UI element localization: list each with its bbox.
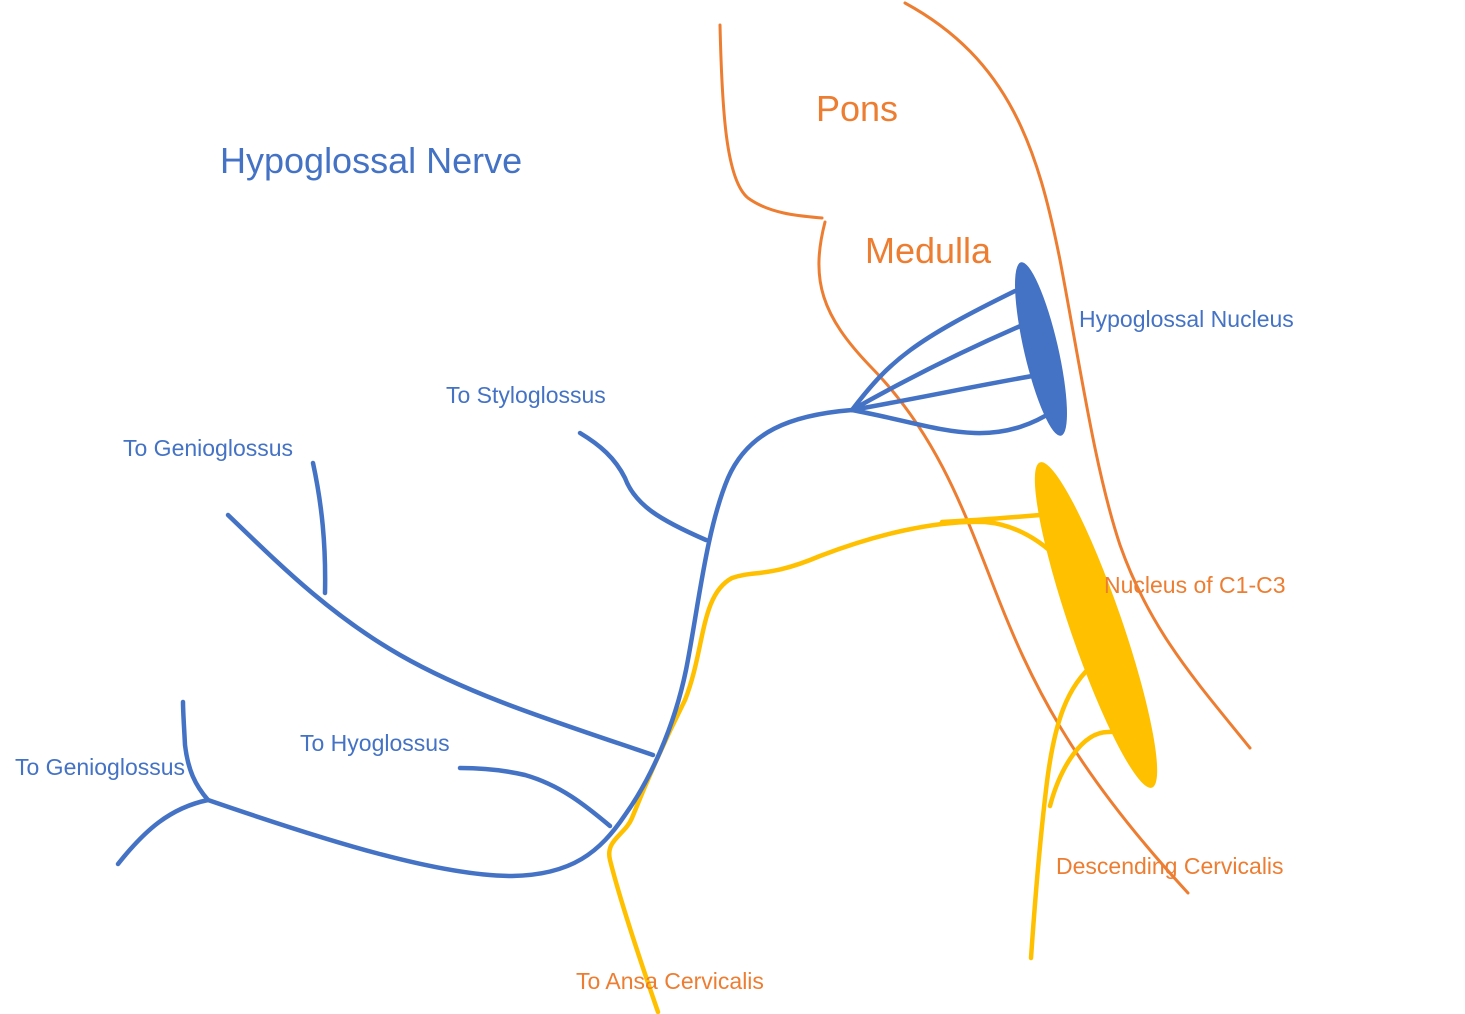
genioglossus-upper-twig [313, 463, 325, 593]
cervical-structures [609, 515, 1131, 1012]
genioglossus-lower-label: To Genioglossus [15, 754, 185, 780]
hyoglossus-label: To Hyoglossus [300, 730, 450, 756]
c1-c3-upper-branch [942, 515, 1040, 522]
main-trunk [208, 410, 852, 876]
hyoglossus-branch [460, 768, 610, 826]
genioglossus-upper-branch [228, 515, 653, 755]
genioglossus-upper-label: To Genioglossus [123, 435, 293, 461]
descending-cervicalis-fiber [1031, 663, 1095, 958]
pons-label: Pons [816, 88, 898, 129]
medulla-label: Medulla [865, 230, 992, 271]
rootlet-1 [852, 291, 1015, 410]
genioglossus-lower-branch [118, 800, 208, 864]
diagram-title: Hypoglossal Nerve [220, 140, 522, 181]
nucleus-c1-c3-shape [1015, 454, 1176, 796]
descending-cervicalis-label: Descending Cervicalis [1056, 853, 1284, 879]
ansa-cervicalis-label: To Ansa Cervicalis [576, 968, 764, 994]
genioglossus-lower-twig [183, 702, 208, 800]
rootlet-4 [852, 410, 1055, 433]
nucleus-c1-c3-label: Nucleus of C1-C3 [1104, 572, 1286, 598]
rootlet-2 [852, 324, 1025, 410]
hypoglossal-nucleus-shape [1004, 258, 1077, 439]
ansa-cervicalis-fiber [609, 522, 1060, 1012]
styloglossus-label: To Styloglossus [446, 382, 606, 408]
styloglossus-branch [580, 433, 706, 540]
hypoglossal-nucleus-label: Hypoglossal Nucleus [1079, 306, 1294, 332]
hypoglossal-nerve [118, 291, 1055, 876]
brainstem-outline [720, 3, 1250, 893]
pons-boundary-left [720, 25, 822, 218]
